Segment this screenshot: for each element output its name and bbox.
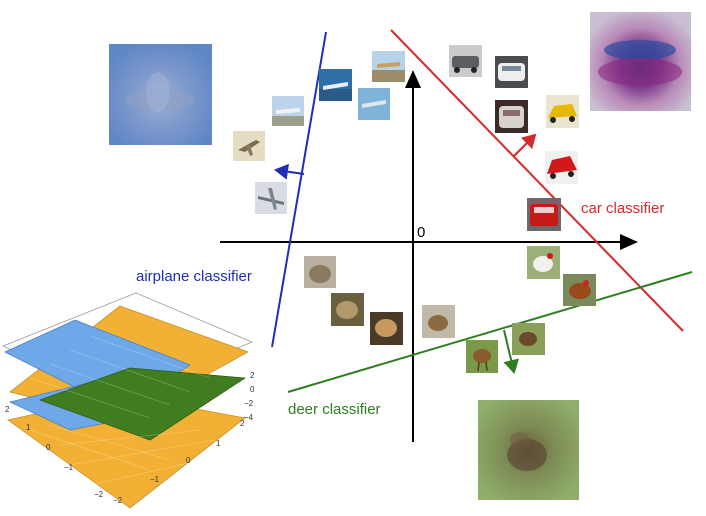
airplane-template-image bbox=[109, 44, 212, 145]
deer-classifier-line bbox=[287, 271, 693, 393]
surface-tick-z-0: 2 bbox=[250, 371, 255, 380]
deer-normal-arrow bbox=[503, 329, 520, 374]
surface-plot: 2 1 0 −1 −2 −2 −1 0 1 2 2 0 −2 −4 bbox=[1, 292, 255, 509]
bird-thumbnail bbox=[527, 246, 560, 279]
cat-thumbnail bbox=[422, 305, 455, 338]
cat-thumbnail bbox=[370, 312, 403, 345]
bird-thumbnail bbox=[563, 274, 596, 306]
car-template-image bbox=[590, 12, 691, 111]
car-thumbnail bbox=[546, 95, 579, 128]
surface-tick-right-4: 2 bbox=[240, 419, 245, 428]
surface-tick-z-1: 0 bbox=[250, 385, 255, 394]
surface-tick-front-0: 2 bbox=[5, 405, 10, 414]
deer-template-image bbox=[478, 400, 579, 500]
car-thumbnail bbox=[527, 198, 561, 231]
surface-tick-z-3: −4 bbox=[244, 413, 254, 422]
car-thumbnail bbox=[449, 45, 482, 77]
car-classifier-label: car classifier bbox=[581, 200, 664, 217]
airplane-normal-arrow bbox=[274, 163, 305, 180]
surface-tick-z-2: −2 bbox=[244, 399, 254, 408]
cat-thumbnail bbox=[331, 293, 364, 326]
deer-thumbnail bbox=[466, 340, 498, 373]
airplane-thumbnail bbox=[255, 182, 287, 214]
airplane-thumbnail bbox=[358, 88, 390, 120]
car-thumbnail bbox=[495, 56, 528, 88]
airplane-thumbnail bbox=[272, 96, 304, 126]
surface-tick-right-3: 1 bbox=[216, 439, 221, 448]
deer-thumbnail bbox=[512, 323, 545, 355]
surface-tick-front-1: 1 bbox=[26, 423, 31, 432]
origin-label: 0 bbox=[417, 224, 425, 241]
surface-tick-front-3: −1 bbox=[64, 463, 74, 472]
car-classifier-line bbox=[390, 29, 684, 332]
car-thumbnail bbox=[545, 151, 578, 184]
surface-tick-right-0: −2 bbox=[113, 496, 123, 505]
deer-classifier-label: deer classifier bbox=[288, 401, 381, 418]
surface-tick-front-2: 0 bbox=[46, 443, 51, 452]
car-thumbnail bbox=[495, 100, 528, 133]
airplane-classifier-line bbox=[271, 31, 327, 348]
cat-thumbnail bbox=[304, 256, 336, 288]
surface-tick-right-1: −1 bbox=[150, 475, 160, 484]
surface-tick-front-4: −2 bbox=[94, 490, 104, 499]
airplane-thumbnail bbox=[319, 69, 352, 101]
green-plane bbox=[38, 367, 247, 441]
car-normal-arrow bbox=[512, 133, 537, 158]
airplane-thumbnail bbox=[372, 51, 405, 82]
surface-tick-right-2: 0 bbox=[186, 456, 191, 465]
airplane-classifier-label: airplane classifier bbox=[136, 268, 252, 285]
airplane-thumbnail bbox=[233, 131, 265, 161]
